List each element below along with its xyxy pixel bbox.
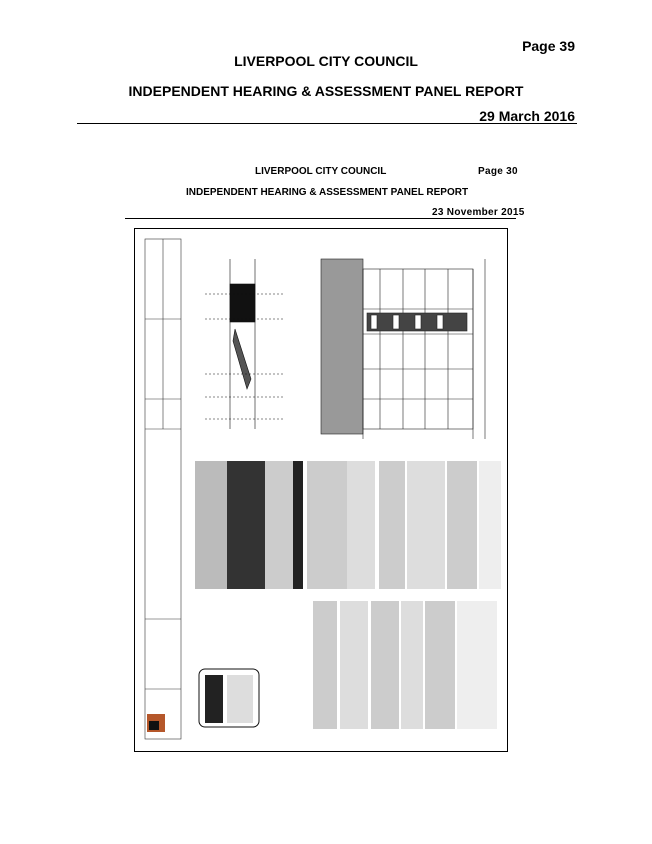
embedded-report-title: INDEPENDENT HEARING & ASSESSMENT PANEL R… [186, 187, 469, 198]
report-date: 29 March 2016 [479, 108, 575, 124]
drawing-graphics [144, 238, 501, 740]
title-block [144, 238, 182, 740]
basix-certificate-stamp [198, 668, 260, 728]
building-section [320, 258, 486, 439]
header-rule [77, 123, 577, 124]
section-profile [205, 259, 285, 429]
report-title: INDEPENDENT HEARING & ASSESSMENT PANEL R… [128, 83, 524, 99]
embedded-header-rule [125, 218, 516, 219]
council-name: LIVERPOOL CITY COUNCIL [234, 53, 418, 69]
embedded-council-name: LIVERPOOL CITY COUNCIL [255, 166, 387, 177]
embedded-report-date: 23 November 2015 [432, 207, 525, 218]
embedded-page-number: Page 30 [478, 166, 518, 177]
page-number: Page 39 [522, 38, 575, 54]
architectural-drawing-sheet [134, 228, 508, 752]
basix-tables [195, 461, 501, 729]
